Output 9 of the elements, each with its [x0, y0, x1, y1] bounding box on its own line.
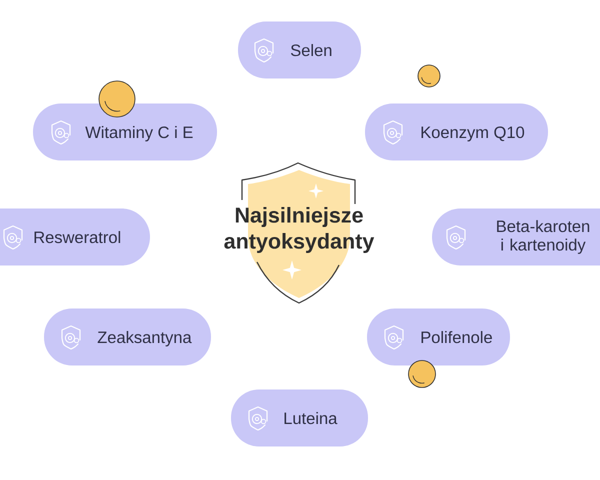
pill: Witaminy C i E [33, 104, 217, 160]
pill: Beta-karoten i kartenoidy [432, 208, 600, 266]
pill: Luteina [231, 390, 368, 446]
shield: Najsilniejsze antyoksydanty [224, 162, 374, 304]
pill: Koenzym Q10 [365, 104, 548, 160]
pill: Selen [238, 22, 361, 78]
pill: Zeaksantyna [44, 308, 211, 366]
pill: Resweratrol [0, 208, 150, 266]
pill: Polifenole [367, 308, 510, 366]
